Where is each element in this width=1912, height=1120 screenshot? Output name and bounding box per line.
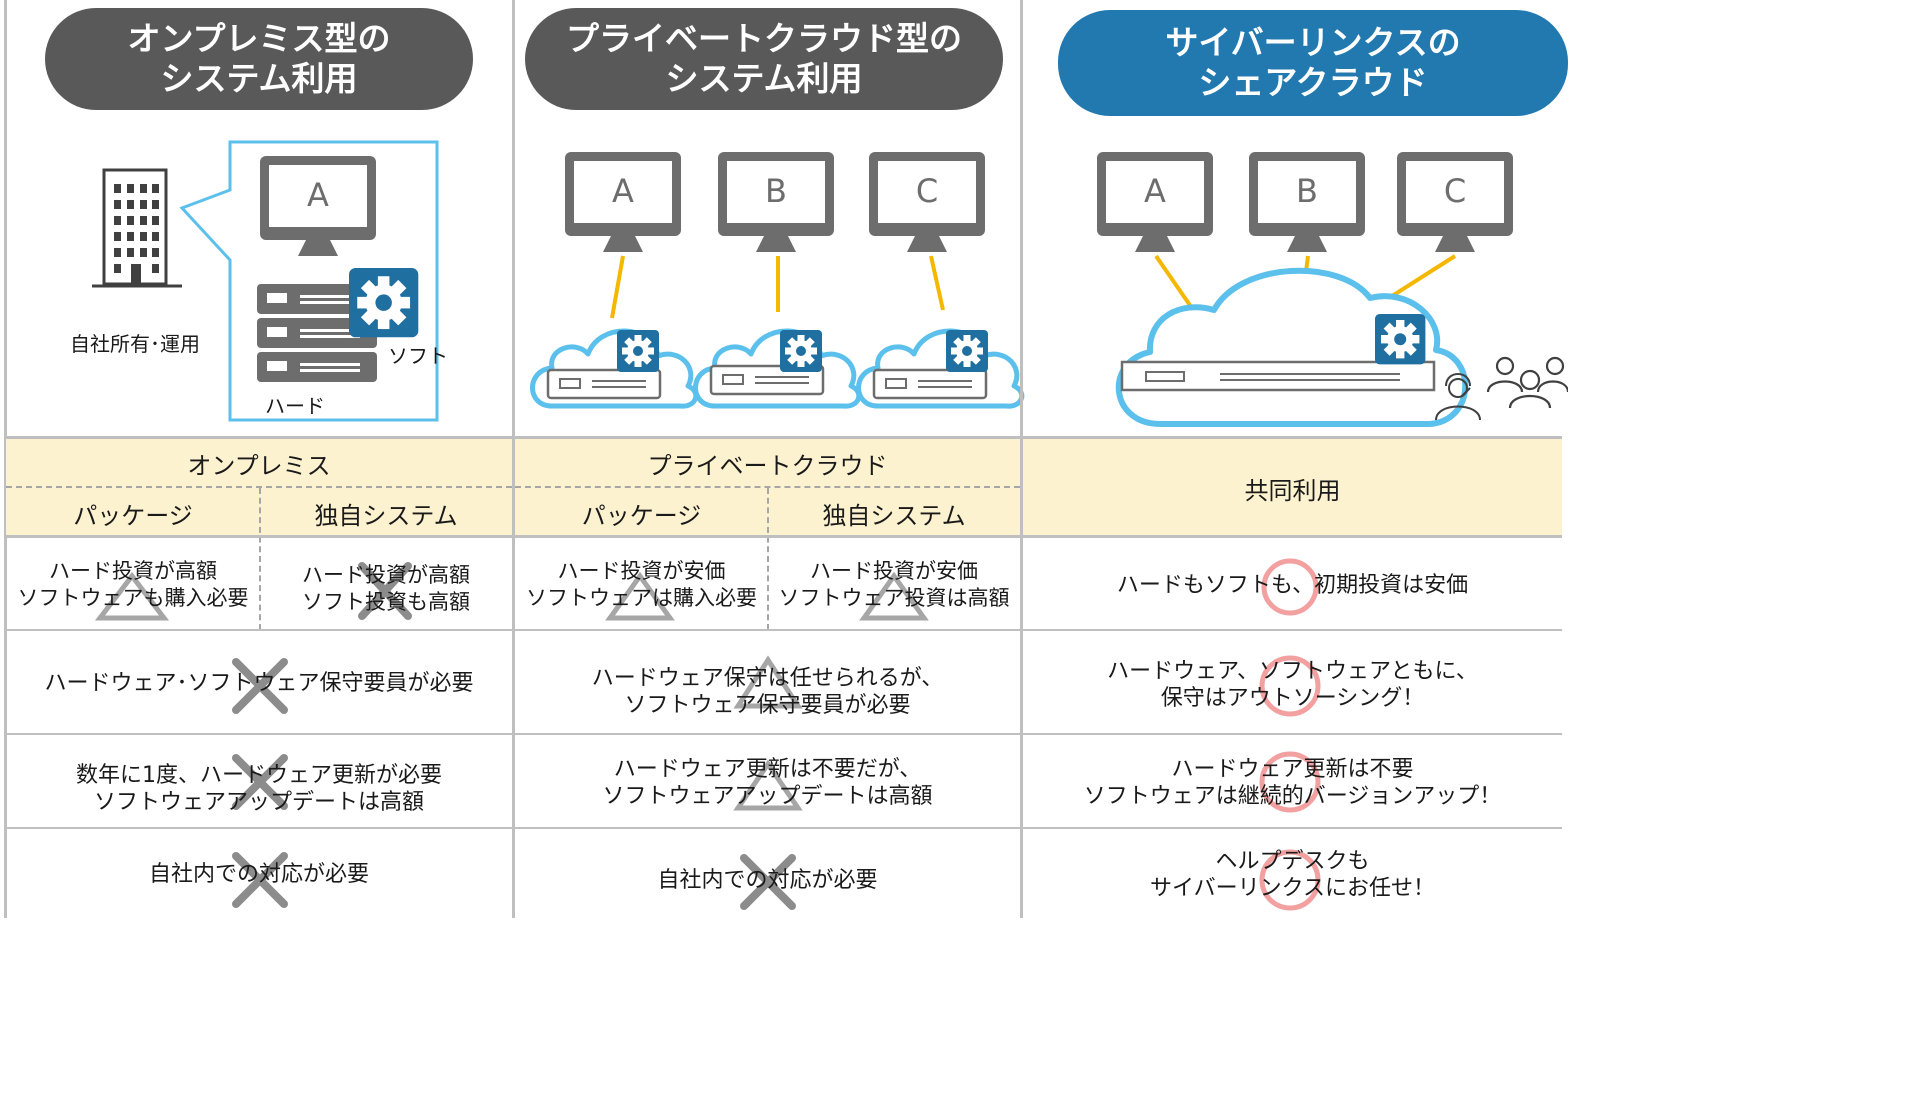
row2-share-circle-mark xyxy=(1259,655,1321,717)
header-private-cloud: プライベートクラウド xyxy=(647,451,888,480)
row1-share-text: ハードもソフトも、初期投資は安価 xyxy=(1116,572,1469,598)
building-icon xyxy=(92,168,182,288)
row4-share-text: ヘルプデスクも サイバーリンクスにお任せ！ xyxy=(1150,849,1435,901)
row1-private-custom-text: ハード投資が安価 ソフトウェア投資は高額 xyxy=(778,559,1010,610)
private-connectors xyxy=(610,255,945,319)
private-monitor-b-label: B xyxy=(765,172,787,210)
row2-onprem-cross-mark xyxy=(232,658,288,714)
subheader-private-package: パッケージ xyxy=(581,501,702,530)
share-monitor-a-label: A xyxy=(1144,172,1166,210)
onprem-monitor-label: A xyxy=(307,176,329,214)
row4-share-circle-mark xyxy=(1259,849,1321,911)
shared-server-icon xyxy=(1120,360,1436,392)
row4-private-cross-mark xyxy=(740,854,796,910)
marks-layer xyxy=(94,558,1321,911)
left-border xyxy=(4,0,7,918)
row4-private-text: 自社内での対応が必要 xyxy=(657,867,878,893)
row-divider-1 xyxy=(6,629,1562,631)
row4-onprem-cross-mark xyxy=(232,852,288,908)
subcol-dash-onprem xyxy=(259,488,261,630)
row3-onprem-cross-mark xyxy=(232,754,288,810)
row2-private-text: ハードウェア保守は任せられるが、 ソフトウェア保守要員が必要 xyxy=(591,666,944,718)
building-label: 自社所有･運用 xyxy=(70,332,200,356)
share-monitor-c-label: C xyxy=(1443,172,1467,210)
row3-private-triangle-mark xyxy=(733,759,803,811)
header-onpremise: オンプレミス xyxy=(187,451,331,480)
share-monitor-b-label: B xyxy=(1296,172,1318,210)
header-dash-2 xyxy=(515,486,1020,488)
row-divider-2 xyxy=(6,733,1562,735)
illustration-layer xyxy=(92,140,1568,427)
private-cloud-title: プライベートクラウド型の システム利用 xyxy=(566,19,962,98)
private-monitor-c-label: C xyxy=(915,172,939,210)
row-divider-3 xyxy=(6,827,1562,829)
hard-label: ハード xyxy=(265,394,325,418)
row3-onprem-text: 数年に1度、ハードウェア更新が必要 ソフトウェアアップデートは高額 xyxy=(76,763,442,815)
subheader-onprem-package: パッケージ xyxy=(73,501,193,530)
row2-onprem-text: ハードウェア･ソフトウェア保守要員が必要 xyxy=(44,670,474,696)
onpremise-title-pill: オンプレミス型の システム利用 xyxy=(45,8,473,110)
users-group-icon xyxy=(1486,356,1568,409)
row1-onprem-package-triangle-mark xyxy=(94,571,170,621)
row2-share-text: ハードウェア、ソフトウェアともに、 保守はアウトソーシング！ xyxy=(1107,659,1478,711)
header-shared-use: 共同利用 xyxy=(1244,476,1341,505)
row-divider-0 xyxy=(6,535,1562,538)
private-monitor-a-label: A xyxy=(612,172,634,210)
subheader-onprem-custom: 独自システム xyxy=(314,501,458,530)
row1-onprem-custom-text: ハード投資が高額 ソフト投資も高額 xyxy=(302,563,470,614)
row1-share-circle-mark xyxy=(1261,558,1319,616)
header-band-divider-2 xyxy=(1020,436,1023,537)
onpremise-title: オンプレミス型の システム利用 xyxy=(127,19,391,98)
soft-label: ソフト xyxy=(388,344,448,368)
header-band-divider-1 xyxy=(512,436,515,537)
private-cloud-title-pill: プライベートクラウド型の システム利用 xyxy=(525,8,1003,110)
row2-private-triangle-mark xyxy=(733,655,803,709)
row1-private-package-text: ハード投資が安価 ソフトウェアは購入必要 xyxy=(526,559,757,610)
support-operator-icon xyxy=(1435,373,1481,421)
row4-onprem-text: 自社内での対応が必要 xyxy=(148,861,369,887)
row1-onprem-package-text: ハード投資が高額 ソフトウェアも購入必要 xyxy=(17,559,249,610)
subheader-private-custom: 独自システム xyxy=(822,501,966,530)
row1-private-package-triangle-mark xyxy=(605,571,675,621)
header-dash-1 xyxy=(6,486,512,488)
row1-private-custom-triangle-mark xyxy=(859,571,929,621)
server-rack-icon xyxy=(257,284,377,382)
subcol-dash-private xyxy=(767,488,769,630)
row3-private-text: ハードウェア更新は不要だが、 ソフトウェアアップデートは高額 xyxy=(602,757,933,809)
row1-onprem-custom-cross-mark xyxy=(358,562,412,620)
row3-share-text: ハードウェア更新は不要 ソフトウェアは継続的バージョンアップ！ xyxy=(1083,757,1502,809)
share-cloud-title-pill: サイバーリンクスの シェアクラウド xyxy=(1058,10,1568,116)
row3-share-circle-mark xyxy=(1259,751,1321,813)
share-cloud-title: サイバーリンクスの シェアクラウド xyxy=(1165,23,1461,102)
